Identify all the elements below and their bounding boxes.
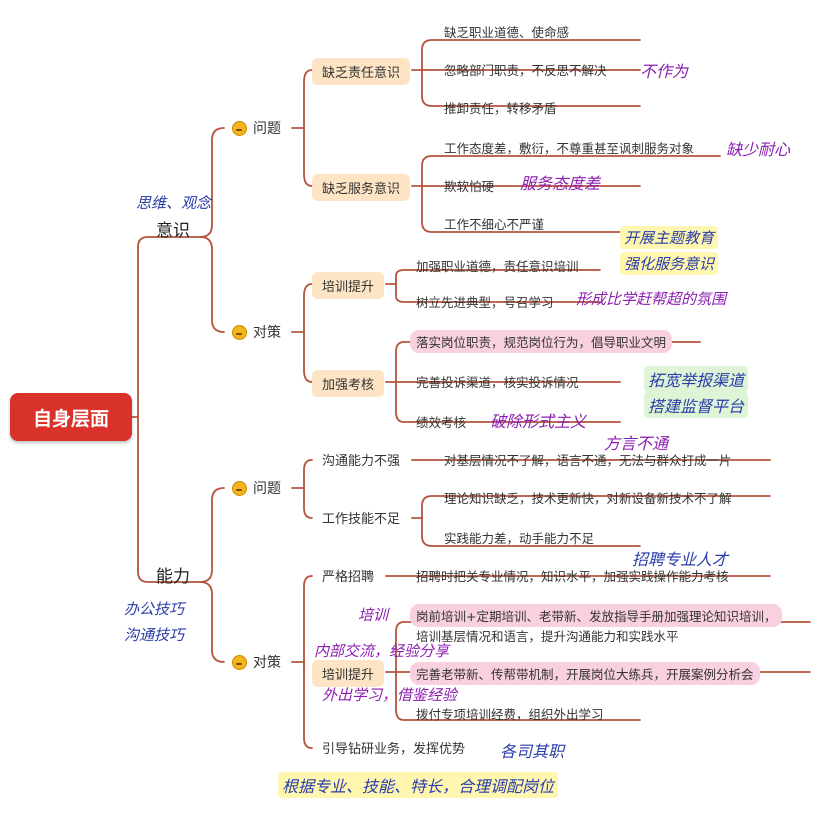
- note-waichuxuexi: 外出学习，借鉴经验: [322, 686, 458, 704]
- nengli-problem-b-item-1: 理论知识缺乏，技术更新快，对新设备新技术不了解: [444, 491, 732, 506]
- yishi-measure-label: 对策: [253, 325, 281, 341]
- root-label: 自身层面: [32, 407, 109, 430]
- nengli-problem-b-node: 工作技能不足: [322, 508, 400, 527]
- nengli-measure-label: 对策: [253, 655, 281, 671]
- nengli-problem-a-node: 沟通能力不强: [322, 450, 400, 469]
- nengli-measure-b-label: 培训提升: [322, 668, 375, 683]
- yishi-problem-node: 问题: [232, 118, 281, 138]
- note-buzuowei: 不作为: [640, 62, 689, 81]
- yishi-measure-a-item-1: 加强职业道德，责任意识培训: [416, 259, 579, 274]
- yishi-problem-a-item-2: 忽略部门职责，不反思不解决: [444, 63, 607, 78]
- nengli-measure-b-item-1: 岗前培训+定期培训、老带新、发放指导手册加强理论知识培训，: [410, 604, 783, 627]
- branch-yishi: 意识: [156, 216, 190, 241]
- yishi-problem-b-item-1: 工作态度差，敷衍，不尊重甚至讽刺服务对象: [444, 141, 695, 156]
- yishi-measure-b-item-2: 完善投诉渠道，核实投诉情况: [416, 375, 579, 390]
- note-queshaonaixin: 缺少耐心: [726, 140, 791, 159]
- yishi-problem-b-item-3: 工作不细心不严谨: [444, 217, 545, 232]
- yishi-measure-a-node: 培训提升: [312, 272, 385, 299]
- note-nengli-2: 沟通技巧: [124, 626, 185, 644]
- yishi-measure-a-item-2: 树立先进典型，号召学习: [416, 295, 554, 310]
- branch-nengli-label: 能力: [156, 567, 190, 587]
- yishi-measure-b-item-3: 绩效考核: [416, 415, 467, 430]
- emoji-icon: [232, 654, 247, 670]
- yishi-problem-a-label: 缺乏责任意识: [322, 66, 401, 81]
- note-gesiqizhi: 各司其职: [500, 742, 565, 761]
- nengli-problem-node: 问题: [232, 478, 281, 498]
- nengli-problem-b-label: 工作技能不足: [322, 512, 401, 527]
- note-jubaoqudao: 拓宽举报渠道: [644, 366, 749, 392]
- emoji-icon: [232, 324, 247, 340]
- yishi-measure-b-label: 加强考核: [322, 378, 375, 393]
- yishi-problem-b-item-2: 欺软怕硬: [444, 179, 495, 194]
- yishi-problem-label: 问题: [253, 121, 281, 137]
- yishi-problem-a-item-1: 缺乏职业道德、使命感: [444, 25, 570, 40]
- root-node: 自身层面: [10, 393, 132, 441]
- nengli-measure-a-node: 严格招聘: [322, 566, 374, 585]
- note-zhaopinrencai: 招聘专业人才: [632, 550, 729, 569]
- nengli-problem-label: 问题: [253, 481, 281, 497]
- yishi-measure-b-node: 加强考核: [312, 370, 385, 397]
- yishi-problem-b-node: 缺乏服务意识: [312, 174, 411, 201]
- branch-yishi-label: 意识: [156, 221, 190, 241]
- note-fuwutaiducha: 服务态度差: [520, 174, 601, 193]
- nengli-measure-b-item-2: 培训基层情况和语言，提升沟通能力和实践水平: [416, 629, 679, 644]
- yishi-measure-node: 对策: [232, 322, 281, 342]
- note-fangyanbutong: 方言不通: [604, 434, 669, 453]
- note-zhutijiaoyu: 开展主题教育: [620, 226, 719, 249]
- nengli-measure-b-item-4: 拨付专项培训经费，组织外出学习: [416, 707, 604, 722]
- note-peixun: 培训: [358, 606, 389, 624]
- yishi-problem-a-node: 缺乏责任意识: [312, 58, 411, 85]
- yishi-measure-b-item-1: 落实岗位职责，规范岗位行为，倡导职业文明: [410, 330, 673, 353]
- emoji-icon: [232, 480, 247, 496]
- nengli-measure-a-item-1: 招聘时把关专业情况，知识水平，加强实践操作能力考核: [416, 569, 729, 584]
- branch-nengli: 能力: [156, 562, 190, 587]
- note-nengli-1: 办公技巧: [124, 600, 185, 618]
- yishi-problem-a-item-3: 推卸责任，转移矛盾: [444, 101, 557, 116]
- emoji-icon: [232, 120, 247, 136]
- nengli-problem-b-item-2: 实践能力差，动手能力不足: [444, 531, 595, 546]
- nengli-problem-a-label: 沟通能力不强: [322, 454, 401, 469]
- yishi-problem-b-label: 缺乏服务意识: [322, 182, 401, 197]
- nengli-measure-node: 对策: [232, 652, 281, 672]
- nengli-measure-a-label: 严格招聘: [322, 570, 375, 585]
- note-jiandupingtai: 搭建监督平台: [644, 392, 749, 418]
- note-yishi: 思维、观念: [136, 194, 212, 212]
- nengli-measure-b-item-3: 完善老带新、传帮带机制，开展岗位大练兵，开展案例分析会: [410, 662, 760, 685]
- yishi-measure-a-label: 培训提升: [322, 280, 375, 295]
- nengli-problem-a-item-1: 对基层情况不了解，语言不通，无法与群众打成一片: [444, 453, 732, 468]
- note-fuwuyishi: 强化服务意识: [620, 252, 719, 275]
- nengli-measure-c-node: 引导钻研业务，发挥优势: [322, 738, 465, 757]
- nengli-measure-b-node: 培训提升: [312, 660, 385, 687]
- note-xingshizhuyi: 破除形式主义: [490, 412, 587, 431]
- note-neibujiaoliu: 内部交流，经验分享: [314, 642, 450, 660]
- nengli-measure-c-label: 引导钻研业务，发挥优势: [322, 742, 466, 757]
- note-bixueganbang: 形成比学赶帮超的氛围: [576, 290, 727, 308]
- note-tiaopeigangwei: 根据专业、技能、特长，合理调配岗位: [278, 772, 559, 798]
